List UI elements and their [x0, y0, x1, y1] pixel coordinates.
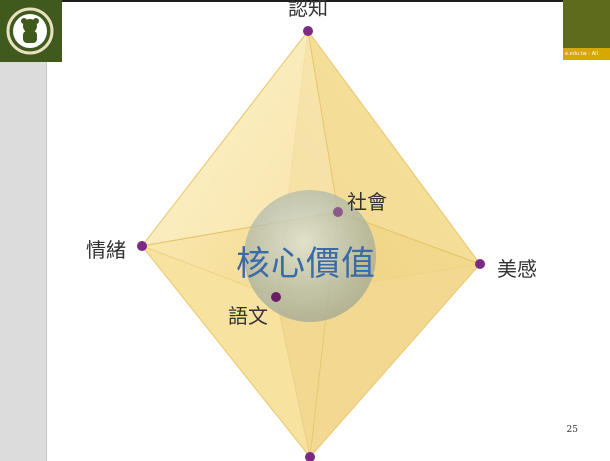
node-inner-front — [271, 292, 281, 302]
page-number: 25 — [566, 425, 578, 435]
school-logo — [0, 0, 62, 62]
left-sidebar-bar — [0, 0, 47, 461]
node-inner-back — [333, 207, 343, 217]
node-left-label: 情緒 — [86, 238, 126, 262]
header-url-text: e.edu.tw - All — [563, 48, 610, 60]
node-right-label: 美感 — [497, 257, 537, 281]
top-border-line — [46, 0, 610, 2]
node-inner-front-label: 語文 — [228, 304, 268, 328]
header-band: e.edu.tw - All — [563, 0, 610, 60]
node-top — [303, 26, 313, 36]
node-inner-back-label: 社會 — [347, 190, 387, 214]
logo-emblem-icon — [6, 7, 54, 55]
node-right — [475, 259, 485, 269]
core-sphere — [244, 190, 376, 322]
node-left — [137, 241, 147, 251]
node-bottom — [305, 452, 315, 461]
node-top-label: 認知 — [288, 0, 328, 20]
center-value-label: 核心價值 — [236, 244, 376, 284]
